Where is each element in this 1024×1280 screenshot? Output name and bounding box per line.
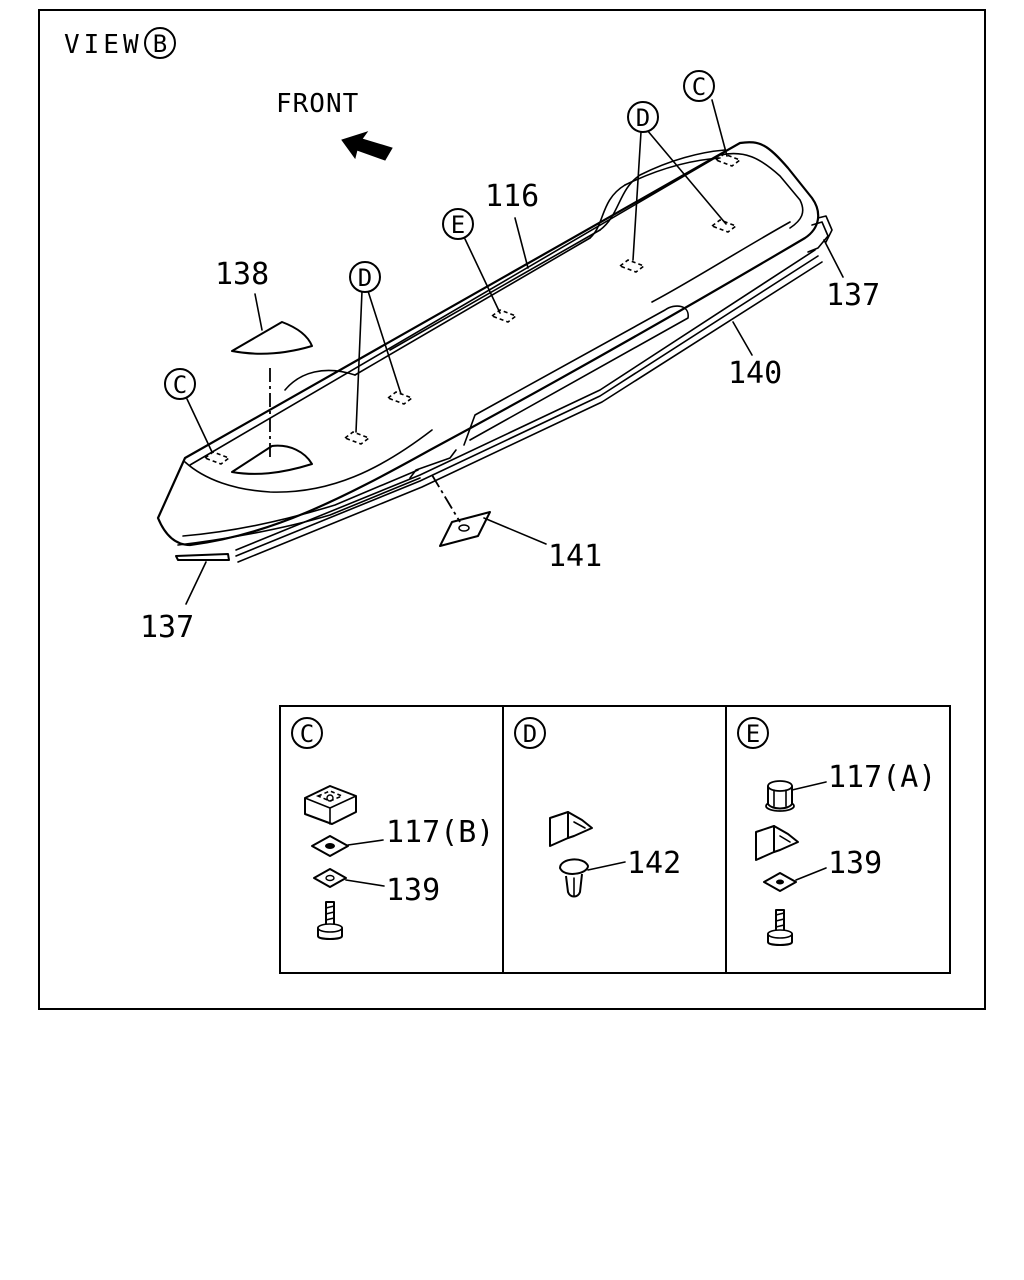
label-138: 138 — [215, 257, 269, 292]
callout-d-left: D — [349, 261, 381, 293]
svg-text:D: D — [636, 104, 650, 132]
callout-e-mid: E — [442, 208, 474, 240]
label-137-right: 137 — [826, 278, 880, 313]
svg-text:C: C — [692, 73, 706, 101]
detail-e-letter: E — [746, 720, 760, 748]
label-141: 141 — [548, 539, 602, 574]
view-letter: B — [153, 30, 167, 58]
part-141-centerline — [431, 474, 461, 523]
leader-lines — [185, 99, 844, 605]
detail-e-label-139: 139 — [828, 846, 882, 881]
detail-c-letter: C — [300, 720, 314, 748]
detail-c-label-139: 139 — [386, 873, 440, 908]
front-arrow-icon — [341, 131, 393, 161]
detail-d-letter: D — [523, 720, 537, 748]
svg-text:E: E — [451, 211, 465, 239]
label-116: 116 — [485, 179, 539, 214]
front-label: FRONT — [276, 89, 359, 119]
rear-panel-116 — [156, 141, 833, 563]
label-140: 140 — [728, 356, 782, 391]
callout-c-top: C — [683, 70, 715, 102]
view-prefix: VIEW — [64, 30, 143, 60]
label-137-left: 137 — [140, 610, 194, 645]
part-141-bracket — [439, 511, 491, 547]
svg-text:D: D — [358, 264, 372, 292]
svg-text:C: C — [173, 371, 187, 399]
clip-locations — [203, 153, 742, 465]
detail-d-label-142: 142 — [627, 846, 681, 881]
detail-e-label-117a: 117(A) — [828, 760, 936, 795]
callout-d-top: D — [627, 101, 659, 133]
detail-e: E 117(A) 139 — [737, 717, 936, 946]
diagram-frame — [38, 9, 986, 1010]
detail-c-label-117b: 117(B) — [386, 815, 494, 850]
detail-boxes-frame — [279, 705, 951, 974]
callout-c-left: C — [164, 368, 196, 400]
view-letter-circle — [144, 27, 176, 59]
detail-d: D 142 — [514, 717, 681, 898]
part-138-pad — [231, 321, 313, 355]
view-title: VIEW B — [64, 27, 176, 60]
detail-c: C 117(B) 139 — [291, 717, 494, 940]
